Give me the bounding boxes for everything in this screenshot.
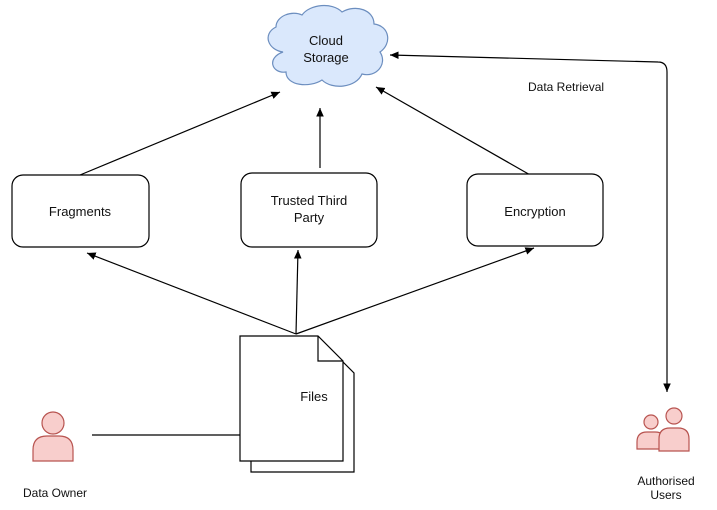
trusted-third-party-line2: Party bbox=[294, 210, 325, 225]
fragments-node: Fragments bbox=[11, 174, 150, 248]
trusted-third-party-node: Trusted Third Party bbox=[240, 172, 378, 248]
trusted-third-party-box bbox=[240, 172, 378, 248]
edge-files-to-encryption bbox=[295, 247, 535, 335]
users-group-icon bbox=[636, 407, 690, 452]
authorised-users-line1: Authorised bbox=[637, 474, 694, 488]
authorised-users-node: Authorised Users bbox=[636, 407, 695, 502]
fragments-box bbox=[11, 174, 150, 248]
cloud-icon bbox=[267, 5, 389, 87]
files-label: Files bbox=[300, 389, 328, 404]
edge-fragments-to-cloud bbox=[79, 91, 281, 176]
edge-files-to-fragments bbox=[86, 252, 297, 335]
edge-files-to-ttp bbox=[293, 249, 302, 335]
encryption-node: Encryption bbox=[466, 173, 604, 247]
cloud-storage-line2: Storage bbox=[303, 50, 349, 65]
cloud-storage-line1: Cloud bbox=[309, 33, 343, 48]
fragments-label: Fragments bbox=[49, 204, 112, 219]
edge-cloud-users-retrieval bbox=[389, 51, 671, 392]
authorised-users-line2: Users bbox=[650, 488, 681, 502]
data-owner-label: Data Owner bbox=[23, 486, 87, 500]
edge-label-data-retrieval: Data Retrieval bbox=[528, 80, 604, 94]
trusted-third-party-line1: Trusted Third bbox=[271, 193, 348, 208]
cloud-storage-node: Cloud Storage bbox=[267, 5, 389, 87]
edge-encryption-to-cloud bbox=[375, 86, 533, 177]
encryption-label: Encryption bbox=[504, 204, 565, 219]
files-node: Files bbox=[239, 335, 355, 473]
user-icon bbox=[32, 411, 74, 462]
data-owner-node: Data Owner bbox=[23, 411, 87, 500]
multiple-documents-icon bbox=[239, 335, 355, 473]
encryption-box bbox=[466, 173, 604, 247]
